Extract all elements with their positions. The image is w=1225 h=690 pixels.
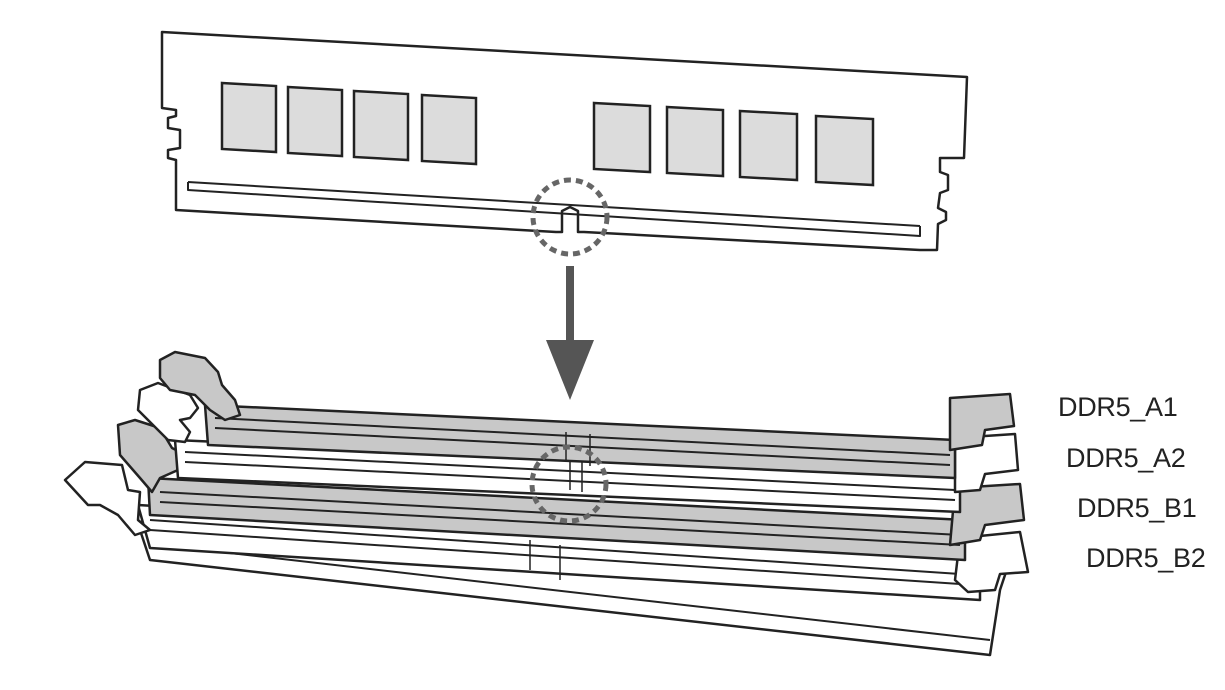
memory-chip [738,109,799,182]
slot-notch-marker [529,444,609,524]
memory-chips [220,81,875,187]
arrow-down-icon [546,266,594,400]
dimm-module [160,30,969,252]
memory-chip [420,93,478,166]
memory-chip [220,81,278,154]
memory-chip [352,89,410,162]
memory-chip [286,85,344,158]
slot-label-ddr5-b1: DDR5_B1 [1077,493,1197,523]
slot-label-ddr5-a1: DDR5_A1 [1058,392,1178,422]
memory-chip [592,101,652,174]
module-notch-marker [530,177,610,257]
memory-chip [665,105,725,178]
slot-ddr5-a1 [158,350,1016,480]
dimm-slots [63,350,1030,657]
slot-label-ddr5-b2: DDR5_B2 [1086,543,1206,573]
memory-chip [814,114,875,187]
slot-label-ddr5-a2: DDR5_A2 [1066,443,1186,473]
